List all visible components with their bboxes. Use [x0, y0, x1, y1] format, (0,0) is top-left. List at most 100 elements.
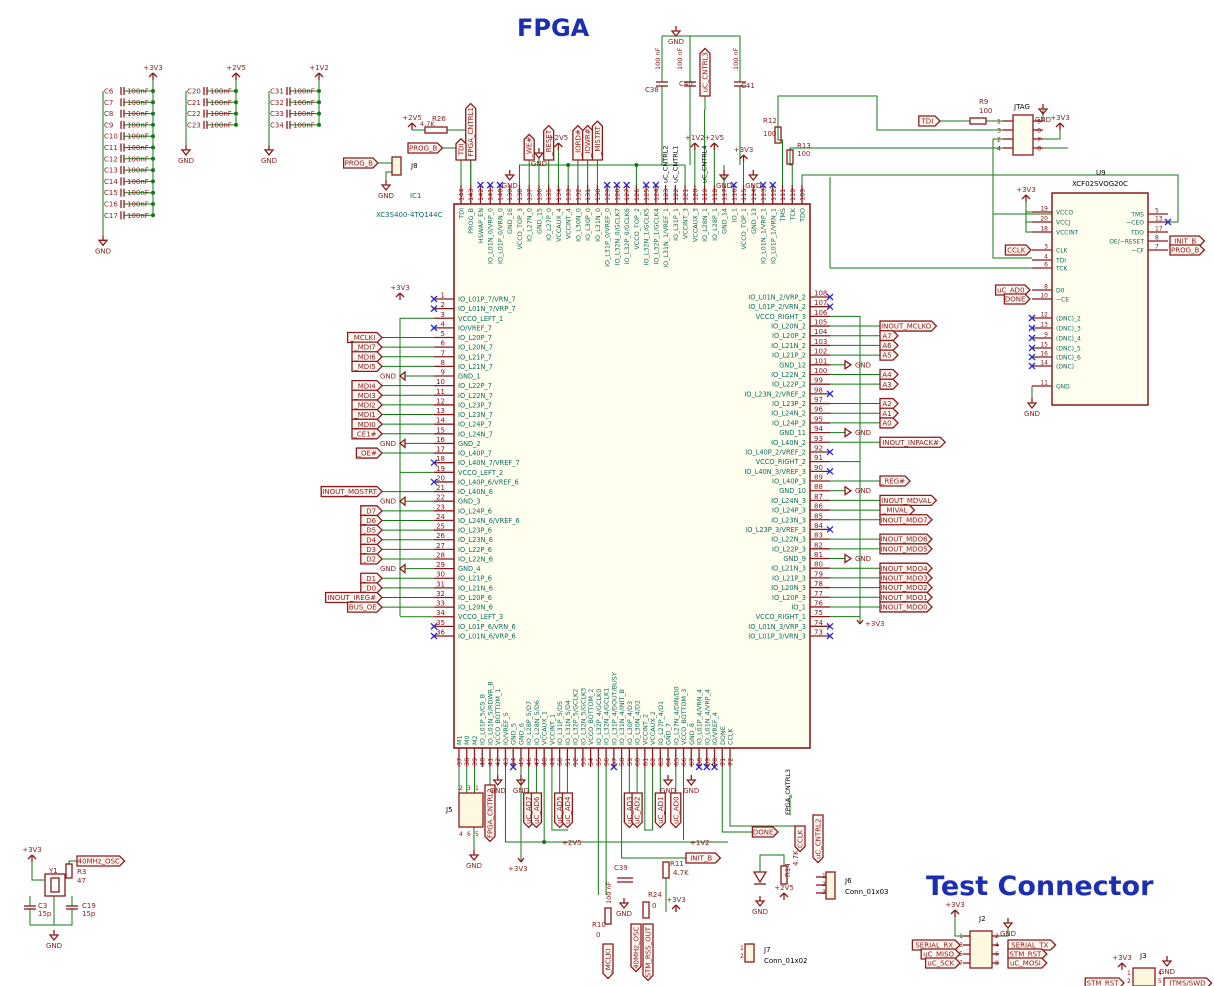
r13-value: 100 — [797, 150, 810, 158]
net-label — [346, 601, 383, 613]
pin-number: 111 — [779, 189, 787, 201]
net-label-text: _MISTRT — [594, 125, 602, 156]
pin-name: IO_1 — [730, 208, 738, 222]
pin-name: IO_L32P_1/GCLK4 — [652, 208, 660, 264]
no-connect-mark — [1028, 353, 1036, 361]
cap-value: 100nF — [210, 99, 232, 107]
pin-name: IO_L01N_1/VRP_1 — [760, 208, 768, 264]
no-connect-mark — [826, 303, 834, 311]
j2-right-net-label — [1007, 948, 1048, 960]
pin-name: TDO — [1130, 230, 1144, 237]
gnd-symbol — [492, 779, 504, 787]
power-arrow — [517, 857, 522, 863]
pin-name: IO_L21P_2 — [772, 352, 806, 360]
net-label — [351, 428, 383, 440]
power-symbol-arrow — [671, 904, 677, 910]
pin-number: 131 — [584, 189, 592, 201]
pin-name: ~CE — [1056, 297, 1069, 304]
mclki-label — [602, 943, 614, 980]
pin-number: 107 — [814, 299, 827, 307]
pin-number: 12 — [436, 397, 445, 405]
cap-ref: C21 — [187, 99, 201, 107]
pin-number: 35 — [436, 619, 445, 627]
wire — [759, 854, 785, 872]
net-label-text: _MDI7 — [353, 344, 375, 352]
pin-name: VCCO_TOP_3 — [516, 208, 524, 250]
gnd-label: GND — [668, 38, 684, 46]
cap-value: 100nF — [127, 189, 149, 197]
pin-name: IO_L31N_1/VREF_1 — [662, 208, 670, 268]
r26-value: 4.7K — [420, 120, 435, 128]
gnd-label: GND — [855, 555, 871, 563]
pin-name: M0 — [463, 735, 471, 745]
pin-name: IO_L20P_6 — [458, 594, 492, 602]
pin-number: 5 — [1037, 118, 1041, 126]
wire — [31, 862, 45, 881]
no-connect-mark — [623, 181, 631, 189]
net-label — [346, 331, 383, 344]
j2-left-net-label — [911, 939, 961, 951]
pin-number: 115 — [740, 189, 748, 201]
net-label-text: INOUT_MDO1 — [880, 594, 927, 602]
pin-number: 30 — [436, 571, 445, 579]
components-layer — [24, 26, 1213, 986]
no-connect-mark — [1028, 314, 1036, 322]
net-label-text: _MDI1 — [353, 411, 375, 419]
pin-number: 73 — [814, 629, 823, 637]
power-label: +3V3 — [508, 865, 528, 873]
pin-name: IO_L28P_5/D7 — [525, 701, 533, 745]
power-label: +1V2 — [309, 64, 329, 72]
pin-number: 58 — [618, 758, 626, 766]
no-connect-mark — [430, 295, 438, 303]
pin-name: GND_11 — [779, 429, 806, 437]
net-label — [543, 124, 555, 161]
net-label — [879, 320, 938, 332]
power-symbol-arrow — [31, 854, 37, 860]
pin-number: 5 — [475, 831, 479, 838]
pin-name: IO_1 — [791, 603, 806, 611]
net-label-text: uC_AD7 — [525, 796, 533, 823]
net-label-text: INOUT_MDO2 — [880, 584, 927, 592]
cap-value: 100nF — [127, 144, 149, 152]
pin-number: 79 — [814, 570, 823, 578]
gnd-label: GND — [46, 942, 62, 950]
pin-name: IO_L28N_5/D6 — [533, 700, 541, 745]
net-label — [879, 504, 916, 516]
pin-number: 132 — [574, 189, 582, 201]
r12-resistor — [774, 126, 782, 144]
pin-name: (DNC)_6 — [1056, 355, 1081, 362]
pin-number: 8 — [995, 960, 999, 967]
net-label — [572, 124, 584, 161]
pin-number: 3 — [441, 311, 445, 319]
pin-number: 18 — [436, 455, 445, 463]
pin-number: 74 — [814, 619, 823, 627]
pin-number: 1 — [1127, 970, 1131, 977]
no-connect-mark — [642, 181, 650, 189]
pin-name: IO_L40P_2/VREF_2 — [745, 448, 806, 456]
cap-ref: C7 — [104, 99, 113, 107]
pin-name: IO_L01P_0/VRN_0 — [496, 208, 504, 264]
pin-name: VCCO_TOP_1 — [740, 208, 748, 250]
pin-name: IO_L21N_2 — [771, 342, 806, 350]
pin-number: 15 — [1040, 342, 1048, 349]
pin-name: VCCINT_3 — [682, 208, 690, 239]
pin-number: 68 — [696, 758, 704, 766]
j6-connector-body — [825, 871, 836, 900]
r10-resistor — [604, 907, 612, 925]
gnd-symbol — [263, 149, 275, 156]
pin-number: 71 — [719, 758, 727, 766]
c19-ref: C19 — [82, 902, 96, 910]
u9-cclk-label-text: CCLK — [1007, 247, 1026, 255]
j5-header-body — [458, 792, 484, 828]
power-label: +2V5 — [705, 134, 725, 142]
junction-dot — [234, 111, 238, 116]
gnd-symbol — [1026, 402, 1038, 410]
pin-name: VCCINT — [1056, 230, 1079, 237]
net-label-text: INOUT_MDO3 — [880, 574, 927, 582]
pin-name: IO_L21P_6 — [458, 575, 492, 583]
pin-name: M2 — [471, 735, 479, 745]
r3-value: 47 — [77, 877, 86, 885]
pin-number: 5 — [1155, 208, 1159, 215]
pin-number: 1 — [822, 873, 826, 880]
pin-number: 29 — [436, 561, 445, 569]
